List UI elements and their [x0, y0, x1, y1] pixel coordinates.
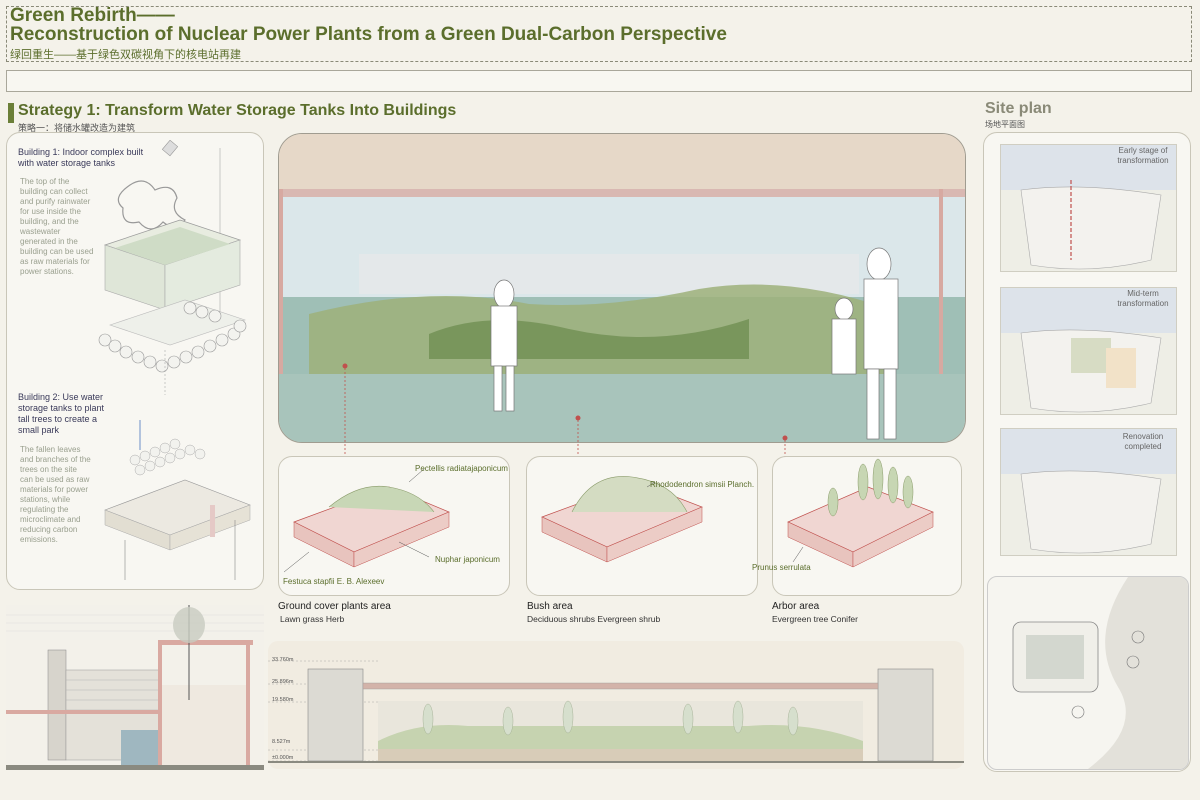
header-strip: [6, 70, 1192, 92]
label-pectellis: Pectellis radiatajaponicum: [415, 464, 508, 473]
strategy-marker: [8, 103, 14, 123]
arbor-area-title: Arbor area: [772, 601, 820, 612]
site-stage-complete-map: [1001, 429, 1176, 554]
label-nuphar: Nuphar japonicum: [435, 555, 500, 564]
site-stage-mid-map: [1001, 288, 1176, 413]
long-section-image: [268, 660, 964, 763]
site-stage-early: [1000, 144, 1177, 272]
building1-title: Building 1: Indoor complex built with wa…: [18, 147, 144, 168]
ground-cover-card: [278, 456, 510, 596]
bush-area-title: Bush area: [527, 601, 573, 612]
site-plan-title: Site plan: [985, 100, 1052, 117]
page-title-cn: 绿回重生——基于绿色双碳视角下的核电站再建: [10, 49, 241, 61]
site-detail-plan: [987, 576, 1189, 770]
level-8527: 8.527m: [272, 739, 291, 745]
site-stage-mid-label: Mid-term transformation: [1117, 289, 1169, 308]
level-0000: ±0.000m: [272, 755, 294, 761]
ground-cover-title: Ground cover plants area: [278, 601, 391, 612]
site-stage-mid: [1000, 287, 1177, 415]
site-stage-early-map: [1001, 145, 1176, 270]
building2-desc: The fallen leaves and branches of the tr…: [20, 445, 91, 544]
interior-rendering-image: [279, 134, 965, 442]
arbor-area-card: [772, 456, 962, 596]
arbor-area-sub: Evergreen tree Conifer: [772, 614, 858, 624]
ground-cover-diagram: [283, 468, 450, 573]
bush-area-diagram: [541, 476, 703, 563]
ground-cover-sub: Lawn grass Herb: [280, 614, 345, 624]
building-section-drawing: [6, 605, 264, 770]
building2-axonometric: [104, 420, 251, 580]
interior-rendering: [278, 133, 966, 443]
building-section-image: [6, 605, 264, 770]
arbor-area-diagram: [787, 458, 934, 568]
strategy-title-cn: 策略一：将储水罐改造为建筑: [18, 123, 136, 133]
label-rhododendron: Rhododendron simsii Planch.: [650, 480, 755, 489]
label-festuca: Festuca stapfii E. B. Alexeev: [283, 577, 385, 586]
title-frame: [6, 6, 1192, 62]
level-33760: 33.760m: [272, 657, 294, 663]
level-25896: 25.896m: [272, 679, 294, 685]
building1-axonometric: [98, 140, 247, 395]
site-stage-complete-label: Renovation completed: [1122, 432, 1164, 451]
level-19580: 19.580m: [272, 697, 294, 703]
label-prunus: Prunus serrulata: [752, 563, 811, 572]
bush-area-sub: Deciduous shrubs Evergreen shrub: [527, 614, 661, 624]
page-subtitle: Reconstruction of Nuclear Power Plants f…: [10, 24, 727, 45]
site-stage-early-label: Early stage of transformation: [1117, 146, 1169, 165]
building1-desc: The top of the building can collect and …: [20, 177, 94, 276]
site-stage-complete: [1000, 428, 1177, 556]
site-detail-plan-image: [1012, 577, 1188, 769]
site-plan-title-cn: 场地平面图: [985, 120, 1025, 129]
page-title: Green Rebirth——: [10, 5, 175, 26]
long-section-drawing: [268, 641, 964, 769]
bush-area-card: [526, 456, 758, 596]
strategy-title: Strategy 1: Transform Water Storage Tank…: [18, 102, 457, 119]
building2-title: Building 2: Use water storage tanks to p…: [18, 392, 105, 435]
